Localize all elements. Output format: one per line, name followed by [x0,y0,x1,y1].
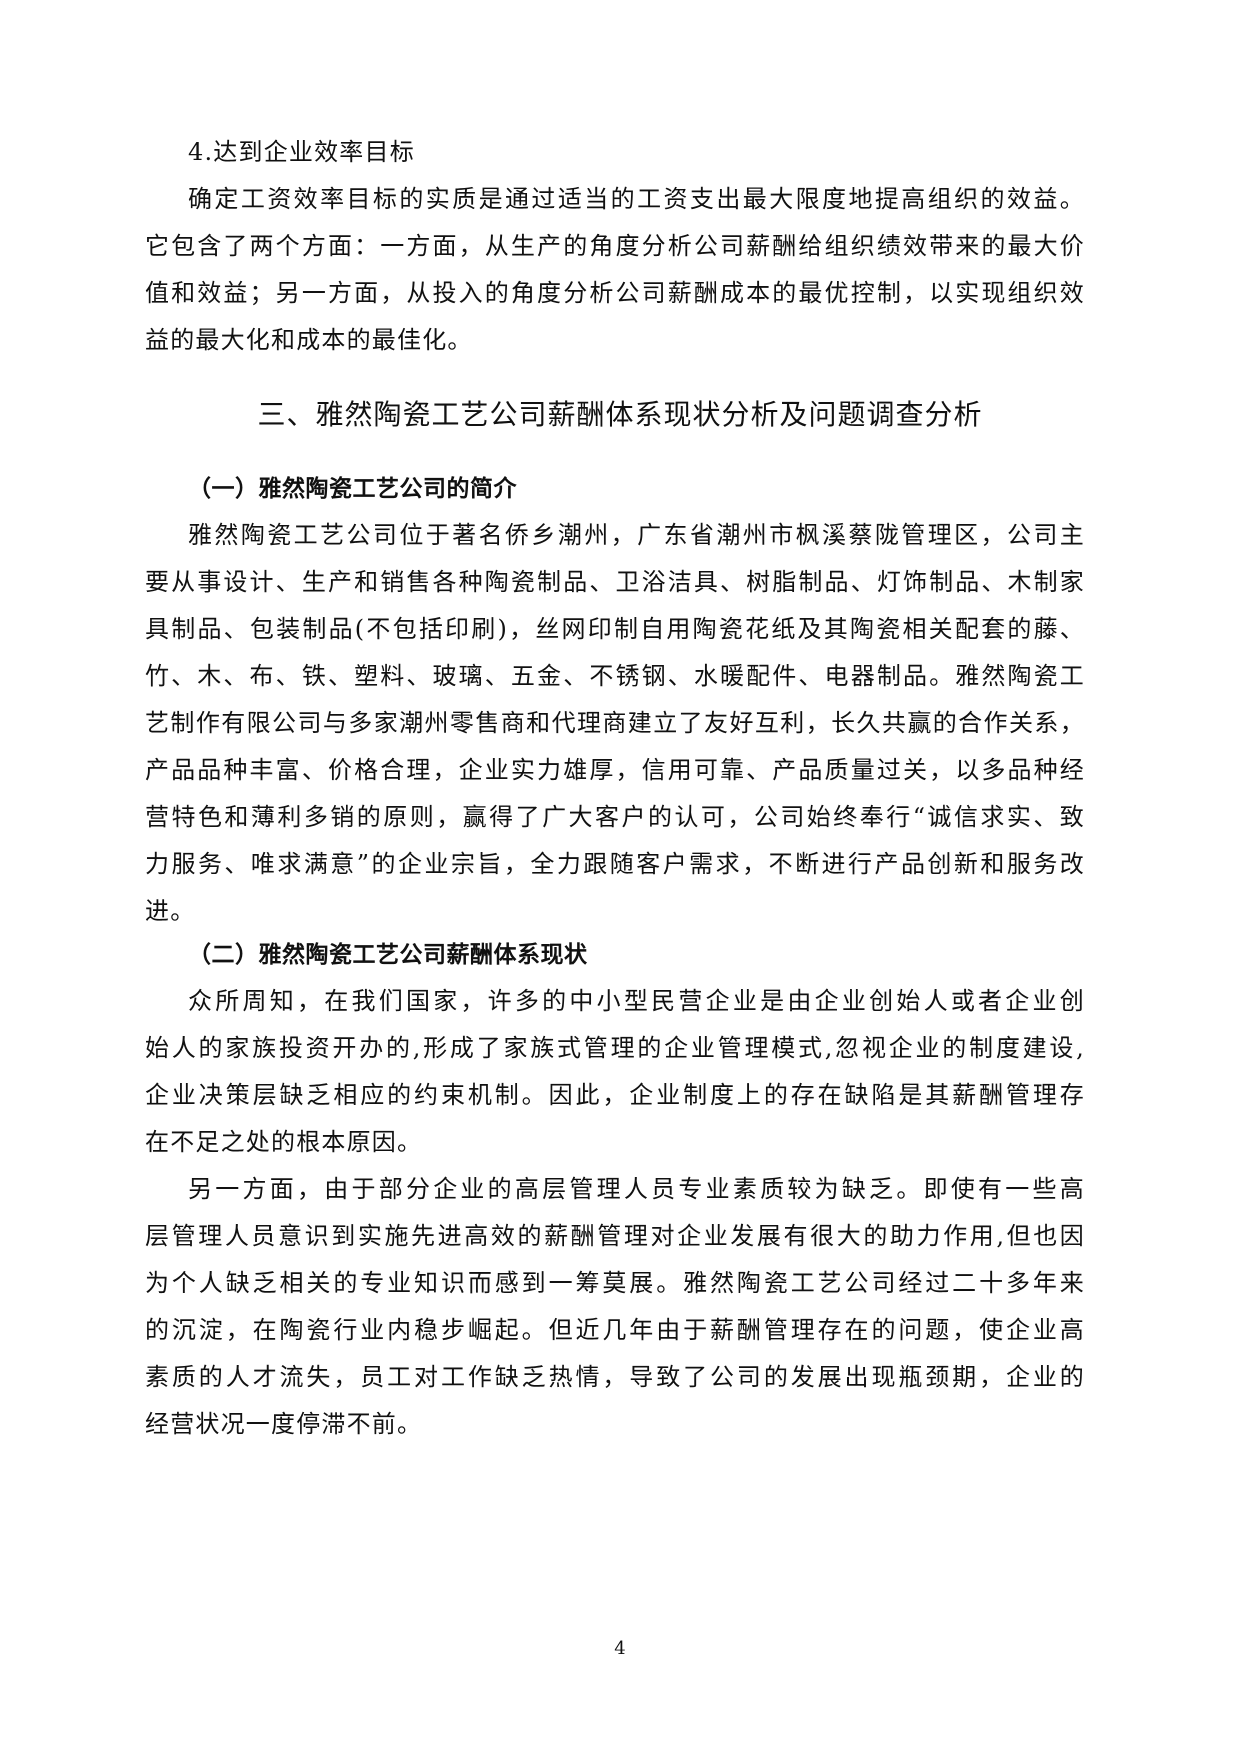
paragraph-line: 它包含了两个方面：一方面，从生产的角度分析公司薪酬给组织绩效带来的最大价 [145,232,1085,260]
paragraph-line: 在不足之处的根本原因。 [145,1128,423,1156]
paragraph-line: 进。 [145,897,196,925]
page-number: 4 [614,1638,626,1659]
subsection-heading: 4.达到企业效率目标 [188,138,415,166]
paragraph-line: 为个人缺乏相关的专业知识而感到一筹莫展。雅然陶瓷工艺公司经过二十多年来 [145,1269,1085,1297]
paragraph-line: 产品品种丰富、价格合理，企业实力雄厚，信用可靠、产品质量过关，以多品种经 [145,756,1085,784]
paragraph-line: 力服务、唯求满意”的企业宗旨，全力跟随客户需求，不断进行产品创新和服务改 [145,850,1085,878]
paragraph-line: 始人的家族投资开办的,形成了家族式管理的企业管理模式,忽视企业的制度建设, [145,1034,1085,1062]
paragraph-line: 雅然陶瓷工艺公司位于著名侨乡潮州，广东省潮州市枫溪蔡陇管理区，公司主 [188,521,1085,549]
paragraph-line: 值和效益；另一方面，从投入的角度分析公司薪酬成本的最优控制，以实现组织效 [145,279,1085,307]
paragraph-line: 的沉淀，在陶瓷行业内稳步崛起。但近几年由于薪酬管理存在的问题，使企业高 [145,1316,1085,1344]
paragraph-line: 众所周知，在我们国家，许多的中小型民营企业是由企业创始人或者企业创 [188,987,1085,1015]
paragraph-line: 竹、木、布、铁、塑料、玻璃、五金、不锈钢、水暖配件、电器制品。雅然陶瓷工 [145,662,1085,690]
chapter-title: 三、雅然陶瓷工艺公司薪酬体系现状分析及问题调查分析 [257,398,983,431]
paragraph-line: 艺制作有限公司与多家潮州零售商和代理商建立了友好互利，长久共赢的合作关系， [145,709,1085,737]
paragraph-line: 营特色和薄利多销的原则，赢得了广大客户的认可，公司始终奉行“诚信求实、致 [145,803,1085,831]
paragraph-line: 确定工资效率目标的实质是通过适当的工资支出最大限度地提高组织的效益。 [188,185,1085,213]
paragraph-line: 益的最大化和成本的最佳化。 [145,326,473,354]
paragraph-line: 素质的人才流失，员工对工作缺乏热情，导致了公司的发展出现瓶颈期，企业的 [145,1363,1085,1391]
section-heading: （一）雅然陶瓷工艺公司的简介 [188,476,517,502]
paragraph-line: 层管理人员意识到实施先进高效的薪酬管理对企业发展有很大的助力作用,但也因 [145,1222,1085,1250]
paragraph-line: 企业决策层缺乏相应的约束机制。因此，企业制度上的存在缺陷是其薪酬管理存 [145,1081,1085,1109]
paragraph-line: 另一方面，由于部分企业的高层管理人员专业素质较为缺乏。即使有一些高 [188,1175,1085,1203]
paragraph-line: 具制品、包装制品(不包括印刷)，丝网印制自用陶瓷花纸及其陶瓷相关配套的藤、 [145,615,1085,643]
paragraph-line: 经营状况一度停滞不前。 [145,1410,423,1438]
paragraph-line: 要从事设计、生产和销售各种陶瓷制品、卫浴洁具、树脂制品、灯饰制品、木制家 [145,568,1085,596]
section-heading: （二）雅然陶瓷工艺公司薪酬体系现状 [188,942,588,968]
